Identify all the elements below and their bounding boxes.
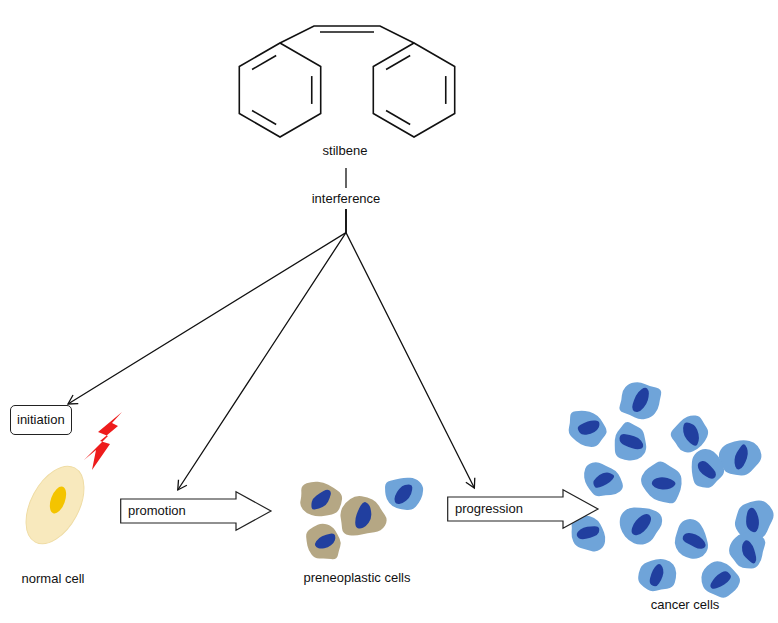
cell-label: normal cell bbox=[22, 571, 85, 586]
molecule-name: stilbene bbox=[323, 143, 368, 158]
block-arrow: progression bbox=[447, 489, 599, 529]
block-arrow: promotion bbox=[120, 491, 272, 531]
stilbene-structure bbox=[239, 26, 454, 137]
cell-label: cancer cells bbox=[651, 597, 720, 612]
interference-arrow bbox=[68, 209, 346, 404]
node-text: promotion bbox=[128, 503, 272, 519]
node-text: progression bbox=[455, 501, 599, 517]
node-text: initiation bbox=[17, 412, 65, 428]
text-node: interference bbox=[309, 189, 384, 209]
stage-box: initiation bbox=[10, 405, 72, 435]
interference-arrow bbox=[346, 209, 474, 488]
leader-line bbox=[345, 168, 346, 188]
interference-arrow bbox=[178, 209, 346, 490]
lightning-bolt bbox=[84, 412, 122, 470]
cell-group bbox=[300, 382, 773, 597]
cell-label: preneoplastic cells bbox=[304, 570, 411, 585]
node-text: interference bbox=[312, 191, 381, 207]
